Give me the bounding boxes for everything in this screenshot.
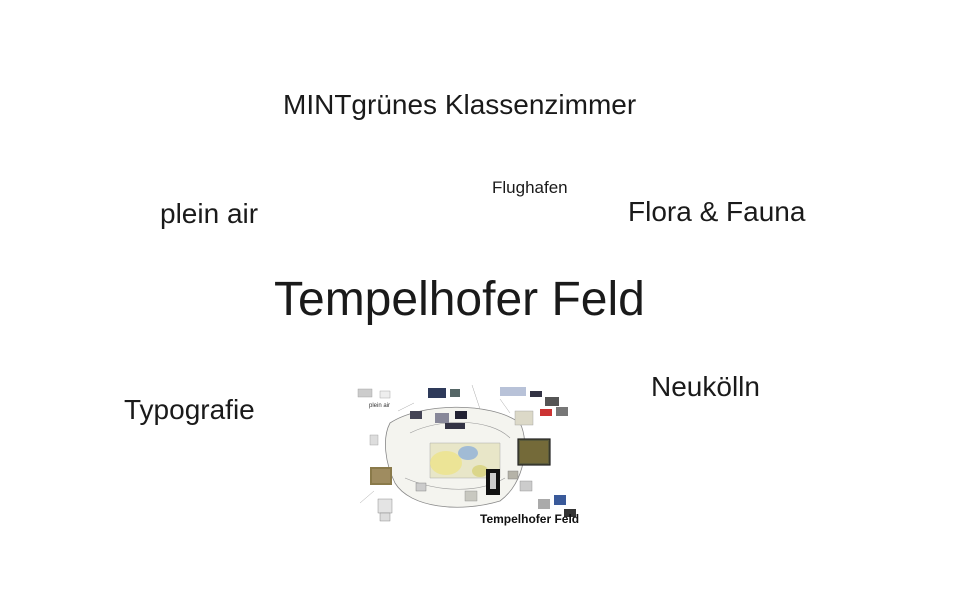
word-flora-fauna: Flora & Fauna [628, 196, 806, 227]
word-plein-air: plein air [160, 198, 259, 229]
word-tempelhofer-feld: Tempelhofer Feld [274, 273, 645, 326]
word-neukoelln: Neukölln [651, 371, 760, 402]
collage-map-graphic [357, 384, 576, 522]
word-flughafen: Flughafen [492, 178, 568, 197]
collage-mini-label: plein air [369, 403, 391, 409]
word-typografie: Typografie [124, 394, 255, 425]
word-mint-classroom: MINTgrünes Klassenzimmer [283, 89, 637, 120]
collage-caption: Tempelhofer Feld [480, 512, 580, 526]
collage-thumbnail: plein air Tempelhofer Feld [350, 383, 580, 529]
